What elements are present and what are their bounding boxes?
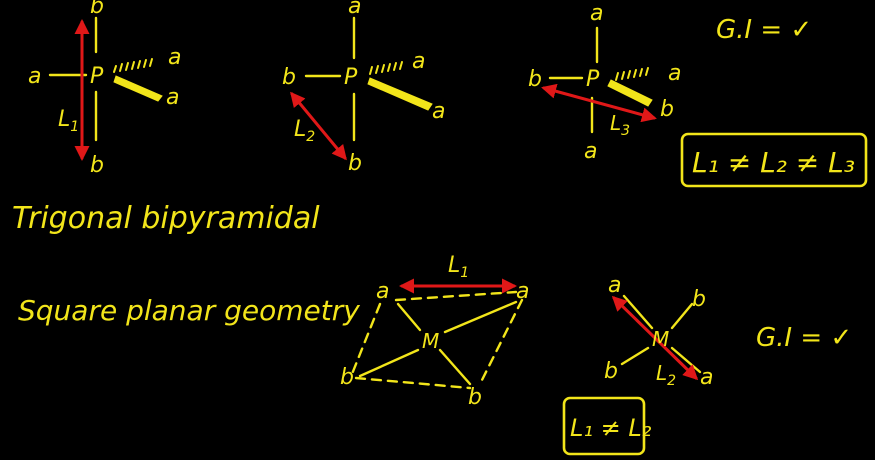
- length-label: L1: [58, 107, 79, 135]
- central-atom: M: [652, 327, 669, 351]
- atom-top: a: [590, 1, 603, 26]
- bond-top-left: [396, 302, 422, 332]
- bond-bottom-left: [358, 348, 420, 378]
- relation-bottom-text: L₁ ≠ L₂: [570, 414, 652, 442]
- atom-bottom-right: a: [700, 365, 713, 390]
- wedge-bond: [113, 75, 163, 102]
- edge-left: [350, 302, 382, 376]
- atom-bottom: b: [348, 151, 362, 176]
- relation-bottom-box: [562, 396, 646, 456]
- atom-bottom-left: b: [340, 365, 354, 390]
- hashed-bond: [369, 61, 403, 75]
- length-arrow-2: [290, 91, 347, 161]
- central-atom: M: [422, 329, 439, 353]
- atom-right-up: a: [168, 45, 181, 70]
- bond-top-right: [670, 302, 694, 330]
- wedge-bond: [367, 77, 433, 111]
- label-trigonal-bipyramidal: Trigonal bipyramidal: [12, 201, 320, 236]
- atom-right-down: a: [432, 99, 445, 124]
- length-label: L3: [610, 111, 630, 139]
- length-arrow-sq-2: [611, 295, 699, 381]
- structure-1: b b a P a a L1: [28, 0, 181, 178]
- edge-right: [478, 298, 524, 386]
- atom-right-down: b: [660, 97, 674, 122]
- atom-bottom-left: b: [604, 359, 618, 384]
- atom-right-up: a: [412, 49, 425, 74]
- relation-top-text: L₁ ≠ L₂ ≠ L₃: [692, 146, 855, 179]
- bond-bottom-left: [620, 346, 650, 366]
- atom-left: b: [528, 67, 542, 92]
- central-atom: P: [586, 67, 600, 92]
- square-planar-1: M a a b b L1: [340, 253, 529, 410]
- relation-top-box: [680, 132, 868, 188]
- length-arrow-3: [541, 83, 657, 123]
- central-atom: P: [344, 65, 358, 90]
- hashed-bond: [615, 67, 649, 81]
- bond-top-right: [443, 300, 518, 334]
- atom-left: a: [28, 64, 41, 89]
- atom-bottom-right: b: [468, 385, 482, 410]
- structure-2: a b b P a a L2: [282, 0, 445, 176]
- hashed-bond: [113, 58, 153, 73]
- atom-bottom: a: [584, 139, 597, 164]
- square-planar-2: M a b b a L2: [604, 273, 713, 390]
- length-label: L2: [294, 117, 315, 145]
- length-label: L2: [656, 361, 676, 389]
- length-label: L1: [448, 253, 469, 281]
- gi-bottom-label: G.I = ✓: [756, 323, 852, 353]
- atom-right-down: a: [166, 85, 179, 110]
- gi-top-label: G.I = ✓: [716, 15, 812, 45]
- edge-top: [394, 290, 518, 302]
- atom-bottom: b: [90, 153, 104, 178]
- central-atom: P: [90, 64, 104, 89]
- atom-top: a: [348, 0, 361, 19]
- bond-bottom-right: [438, 348, 472, 386]
- atom-right-up: a: [668, 61, 681, 86]
- atom-left: b: [282, 65, 296, 90]
- atom-top-left: a: [608, 273, 621, 298]
- label-square-planar: Square planar geometry: [18, 294, 360, 327]
- atom-top-right: a: [516, 279, 529, 304]
- wedge-bond: [607, 79, 653, 107]
- atom-top: b: [90, 0, 104, 19]
- atom-top-right: b: [692, 287, 706, 312]
- atom-top-left: a: [376, 279, 389, 304]
- structure-3: a a b P a b L3: [528, 1, 681, 164]
- edge-bottom: [354, 376, 472, 390]
